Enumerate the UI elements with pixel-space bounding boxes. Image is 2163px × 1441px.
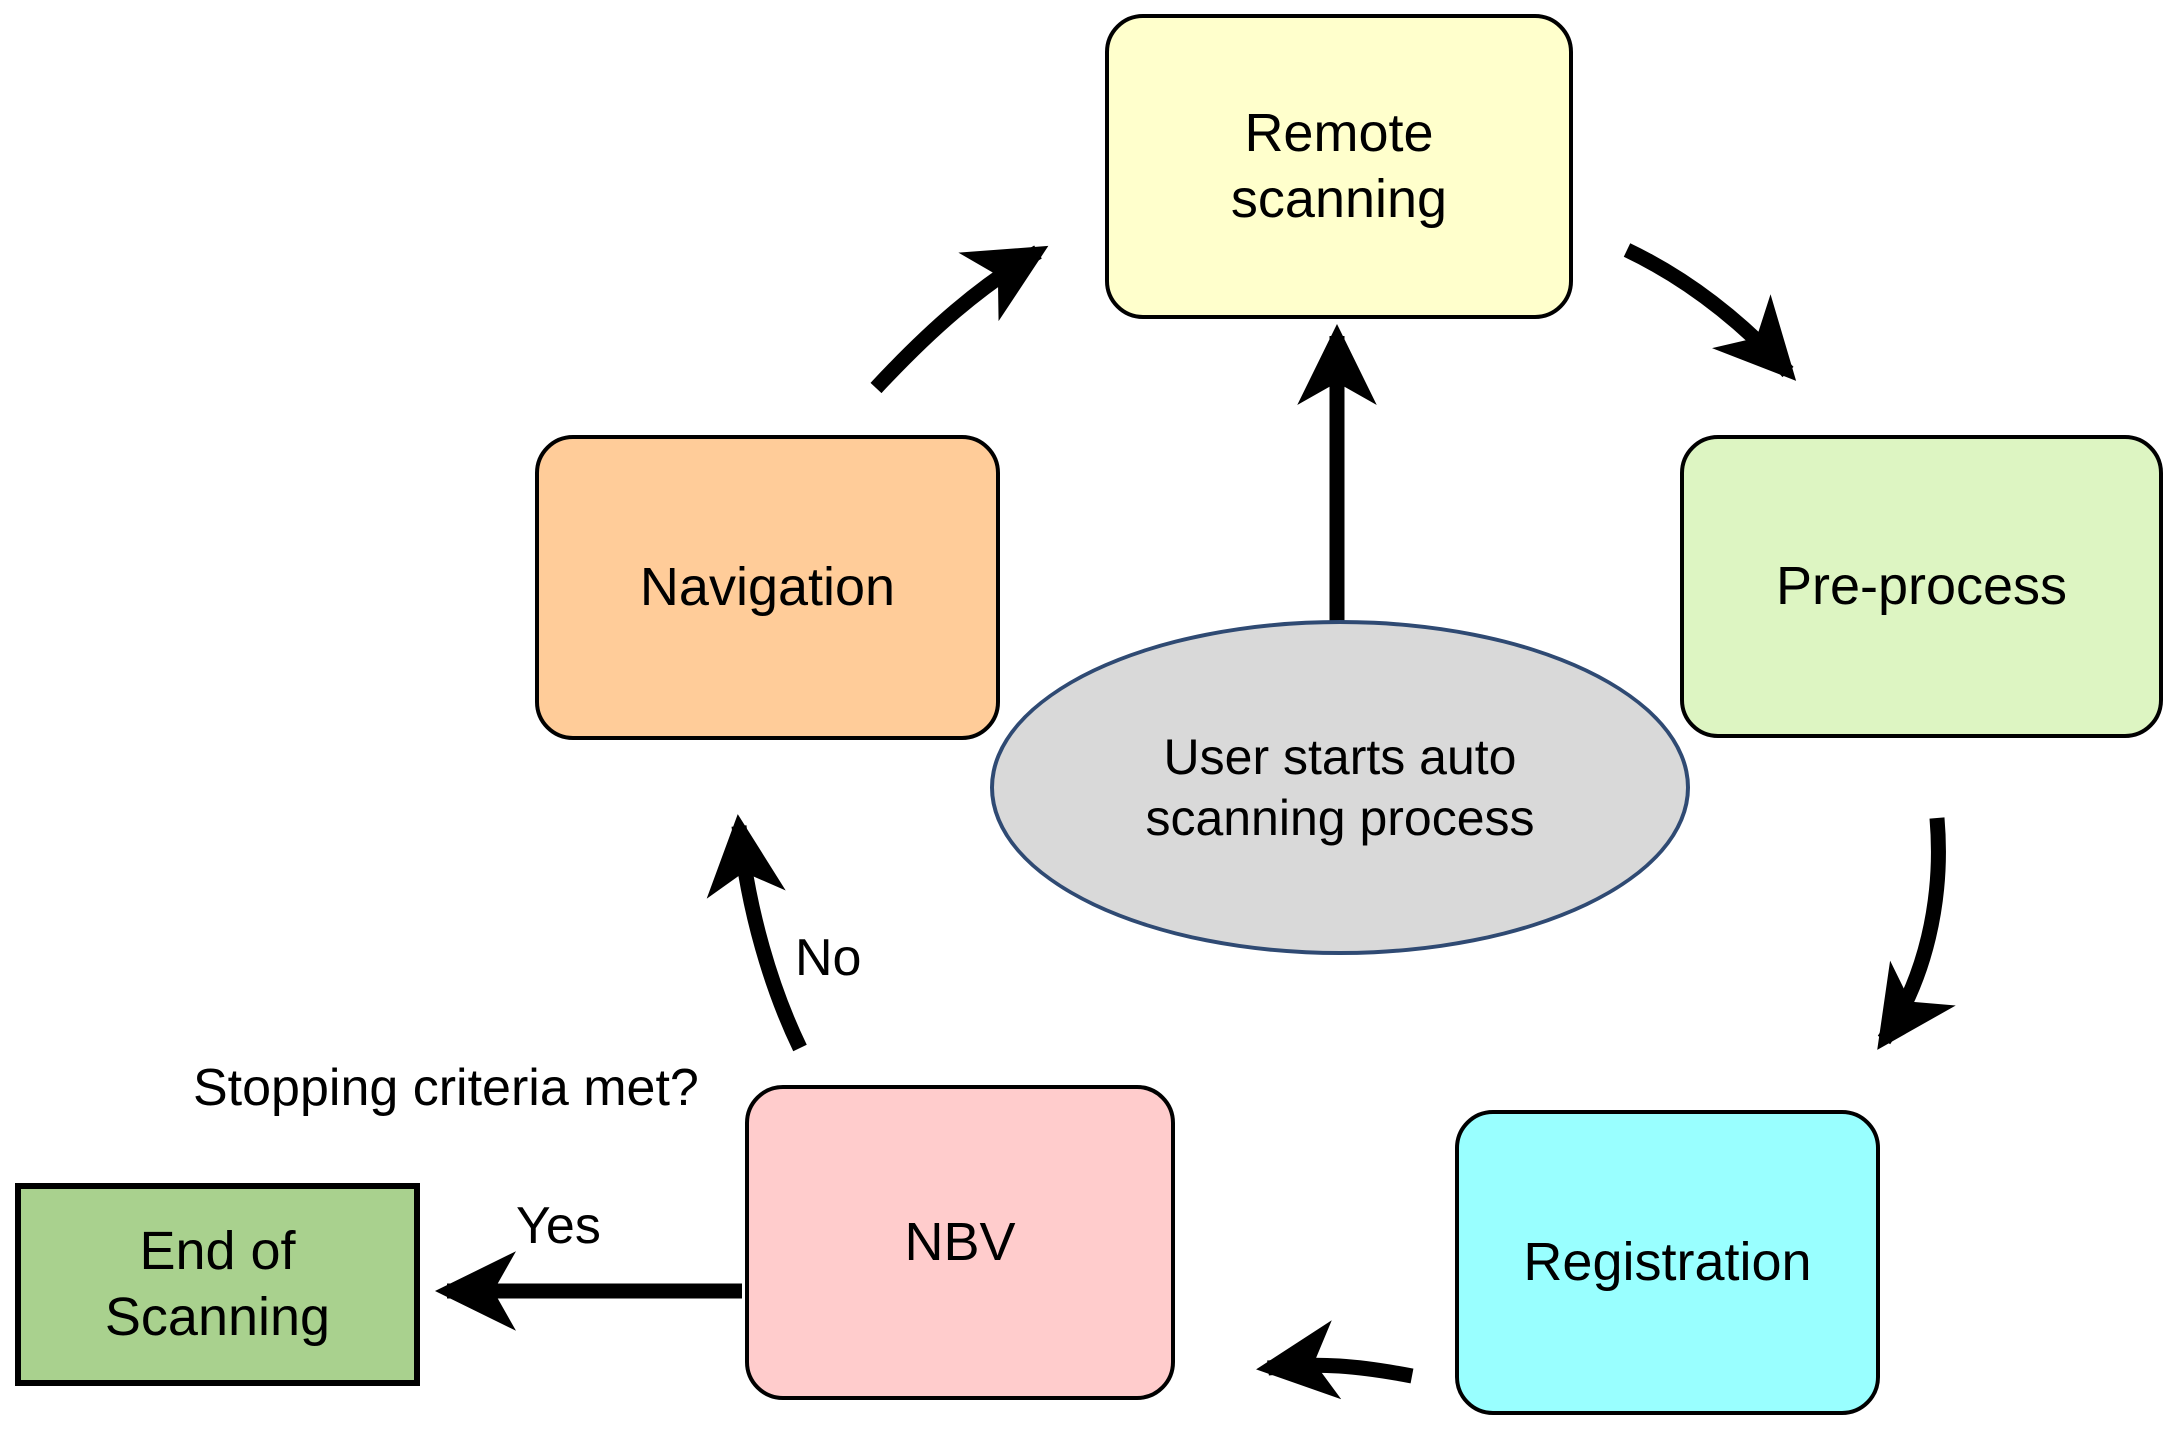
edge-label-yes: Yes xyxy=(516,1197,601,1255)
connector-remote-to-preprocess xyxy=(1623,243,1797,381)
edge-label-no: No xyxy=(795,929,862,987)
edge-label-stopping-criteria: Stopping criteria met? xyxy=(193,1059,699,1117)
node-remote-scanning[interactable]: Remote scanning xyxy=(1105,14,1573,319)
node-end-of-scanning[interactable]: End of Scanning xyxy=(15,1183,420,1386)
connector-nbv-to-navigation xyxy=(706,814,807,1052)
node-start-user-starts-auto-scanning[interactable]: User starts auto scanning process xyxy=(990,620,1690,955)
connector-preprocess-to-registration xyxy=(1877,817,1956,1050)
node-pre-process[interactable]: Pre-process xyxy=(1680,435,2163,738)
node-registration[interactable]: Registration xyxy=(1455,1110,1880,1415)
node-navigation[interactable]: Navigation xyxy=(535,435,1000,740)
connector-registration-to-nbv xyxy=(1256,1320,1414,1400)
connector-navigation-to-remote xyxy=(870,245,1049,394)
node-nbv[interactable]: NBV xyxy=(745,1085,1175,1400)
